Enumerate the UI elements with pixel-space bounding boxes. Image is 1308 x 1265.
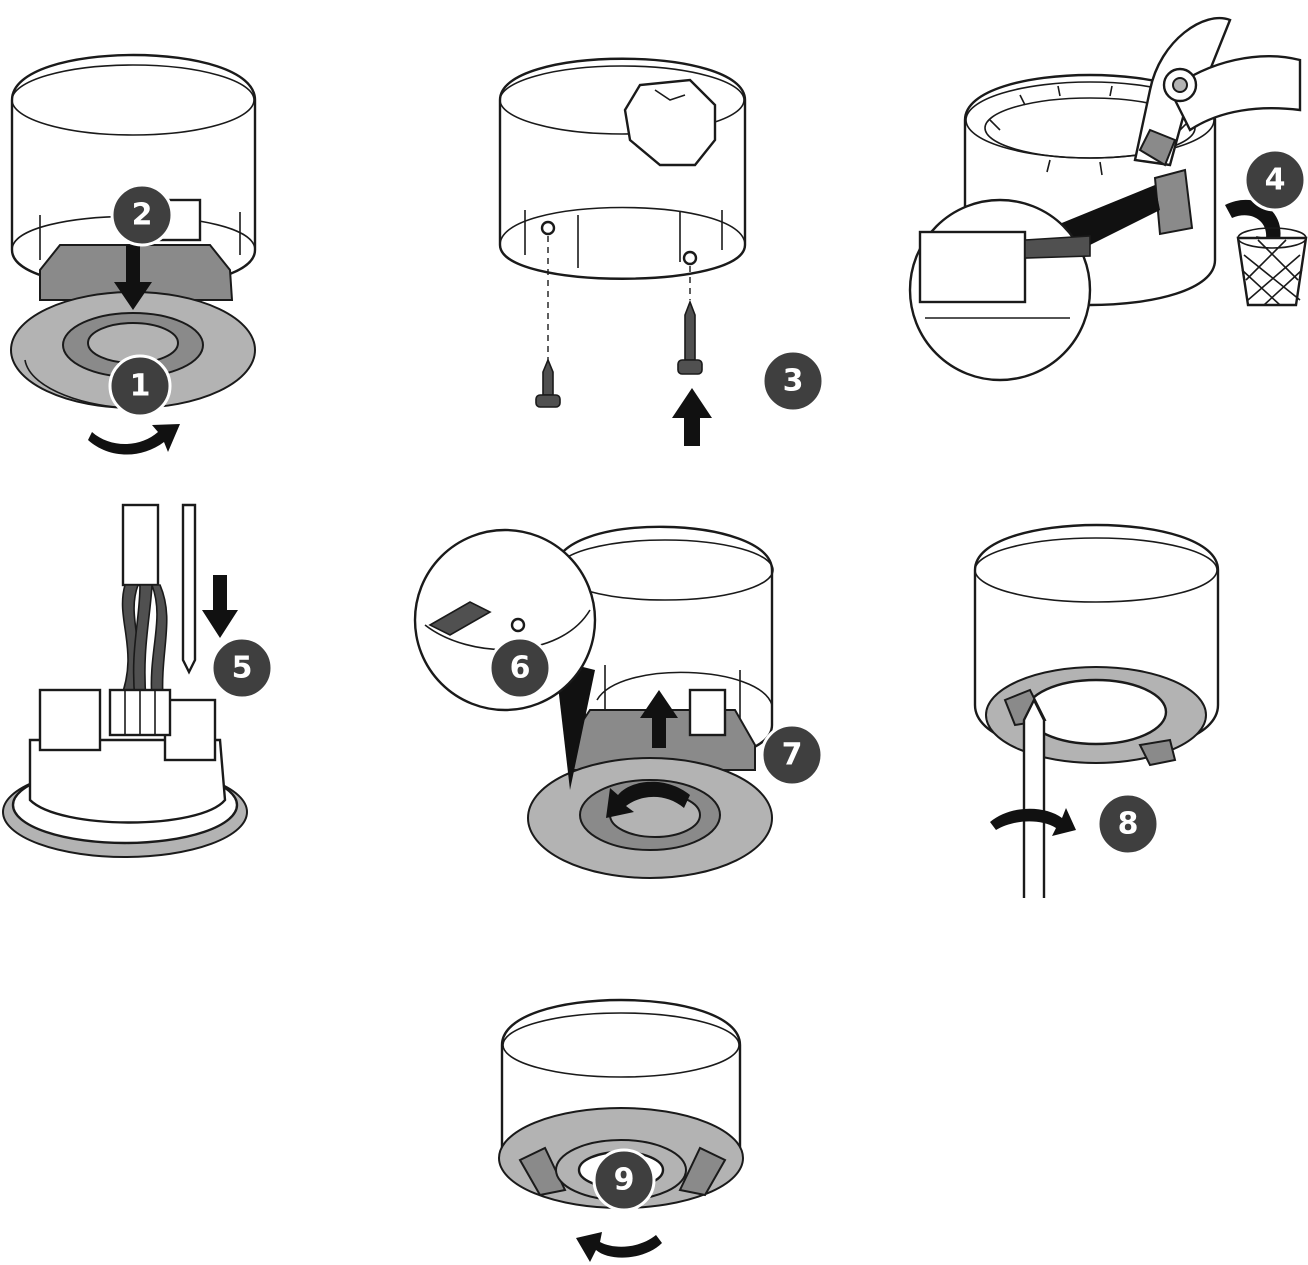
step-badge-9: 9 <box>594 1150 654 1210</box>
pliers-icon <box>1135 18 1300 165</box>
step-badge-8: 8 <box>1098 794 1158 854</box>
screwdriver-icon <box>183 505 195 672</box>
panel-step-1-2: 2 1 <box>11 55 255 455</box>
step-badge-1: 1 <box>110 356 170 416</box>
up-arrow-icon <box>672 388 712 446</box>
step-badge-4: 4 <box>1245 150 1305 210</box>
step-number-6: 6 <box>510 651 531 686</box>
panel-step-8: 8 <box>975 525 1218 898</box>
rotate-arrow-icon <box>88 424 180 455</box>
step-number-8: 8 <box>1118 807 1139 842</box>
down-arrow-icon <box>202 575 238 638</box>
waste-bin-icon <box>1238 228 1306 305</box>
step-number-9: 9 <box>614 1163 635 1198</box>
panel-step-5: 5 <box>3 505 272 857</box>
step-number-5: 5 <box>232 651 253 686</box>
screw-icon <box>678 302 702 374</box>
screw-icon <box>536 360 560 407</box>
step-number-3: 3 <box>783 364 804 399</box>
step-badge-6: 6 <box>490 638 550 698</box>
panel-step-4: 4 <box>910 18 1306 380</box>
screwdriver-icon <box>1024 700 1044 898</box>
panel-step-3: 3 <box>500 59 823 446</box>
step-badge-5: 5 <box>212 638 272 698</box>
step-number-2: 2 <box>132 198 153 233</box>
step-badge-7: 7 <box>762 725 822 785</box>
step-number-1: 1 <box>130 369 151 404</box>
step-badge-3: 3 <box>763 351 823 411</box>
panel-step-6-7: 6 7 <box>415 527 822 878</box>
rotate-arrow-icon <box>576 1232 662 1262</box>
step-number-7: 7 <box>782 738 803 773</box>
step-badge-2: 2 <box>112 185 172 245</box>
step-number-4: 4 <box>1265 163 1286 198</box>
panel-step-9: 9 <box>499 1000 743 1262</box>
